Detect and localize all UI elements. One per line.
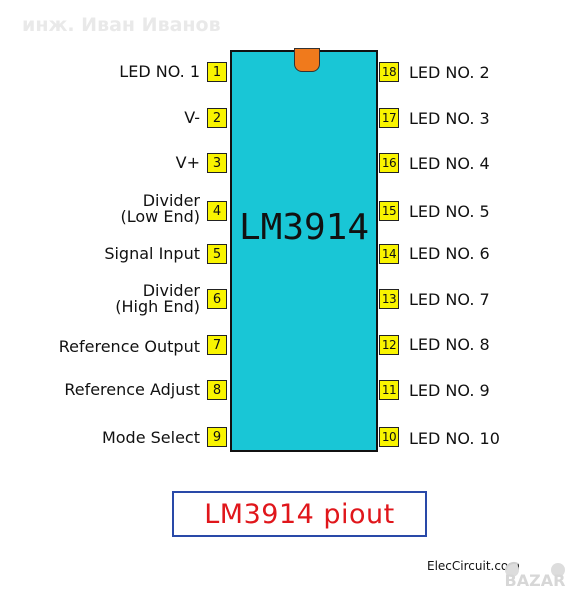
pin-4-label-line2: (Low End) xyxy=(120,207,200,226)
pin-2-label: V- xyxy=(184,108,200,127)
pin-4-label-line1: Divider xyxy=(142,191,200,210)
pin-12-label: LED NO. 8 xyxy=(409,335,490,354)
pin-7-label: Reference Output xyxy=(58,337,200,356)
pin-8-label: Reference Adjust xyxy=(64,380,200,399)
pin-9-label: Mode Select xyxy=(101,428,200,447)
pin-9: 9 xyxy=(207,427,227,447)
bazar-logo-badge: BAZAR xyxy=(505,561,566,590)
pin-14: 14 xyxy=(379,244,399,264)
pin-16: 16 xyxy=(379,153,399,173)
pin-10: 10 xyxy=(379,427,399,447)
pin-8: 8 xyxy=(207,380,227,400)
pin-14-label: LED NO. 6 xyxy=(409,244,490,263)
credit-text: ElecCircuit.com xyxy=(427,559,520,573)
pin-5: 5 xyxy=(207,244,227,264)
pin-6-label-line2: (High End) xyxy=(115,297,200,316)
pin-17: 17 xyxy=(379,108,399,128)
pin-10-label: LED NO. 10 xyxy=(409,429,500,448)
pinout-title: LM3914 piout xyxy=(172,491,427,537)
pin-17-label: LED NO. 3 xyxy=(409,109,490,128)
ic-notch xyxy=(294,48,320,72)
ic-name: LM3914 xyxy=(238,207,370,248)
pin-11: 11 xyxy=(379,380,399,400)
pin-15: 15 xyxy=(379,201,399,221)
bazar-logo-text: BAZAR xyxy=(505,571,566,590)
pin-4: 4 xyxy=(207,201,227,221)
pin-1: 1 xyxy=(207,62,227,82)
pin-2: 2 xyxy=(207,108,227,128)
pin-7: 7 xyxy=(207,335,227,355)
pin-5-label: Signal Input xyxy=(104,244,200,263)
pin-3-label: V+ xyxy=(175,153,200,172)
pin-1-label: LED NO. 1 xyxy=(119,62,200,81)
pin-13: 13 xyxy=(379,289,399,309)
pin-15-label: LED NO. 5 xyxy=(409,202,490,221)
ic-body xyxy=(230,50,378,452)
pin-11-label: LED NO. 9 xyxy=(409,381,490,400)
pin-16-label: LED NO. 4 xyxy=(409,154,490,173)
pin-18-label: LED NO. 2 xyxy=(409,63,490,82)
pin-6-label-line1: Divider xyxy=(142,281,200,300)
pin-18: 18 xyxy=(379,62,399,82)
pin-6: 6 xyxy=(207,289,227,309)
pin-12: 12 xyxy=(379,335,399,355)
watermark-text: инж. Иван Иванов xyxy=(22,14,221,36)
pin-13-label: LED NO. 7 xyxy=(409,290,490,309)
pin-3: 3 xyxy=(207,153,227,173)
